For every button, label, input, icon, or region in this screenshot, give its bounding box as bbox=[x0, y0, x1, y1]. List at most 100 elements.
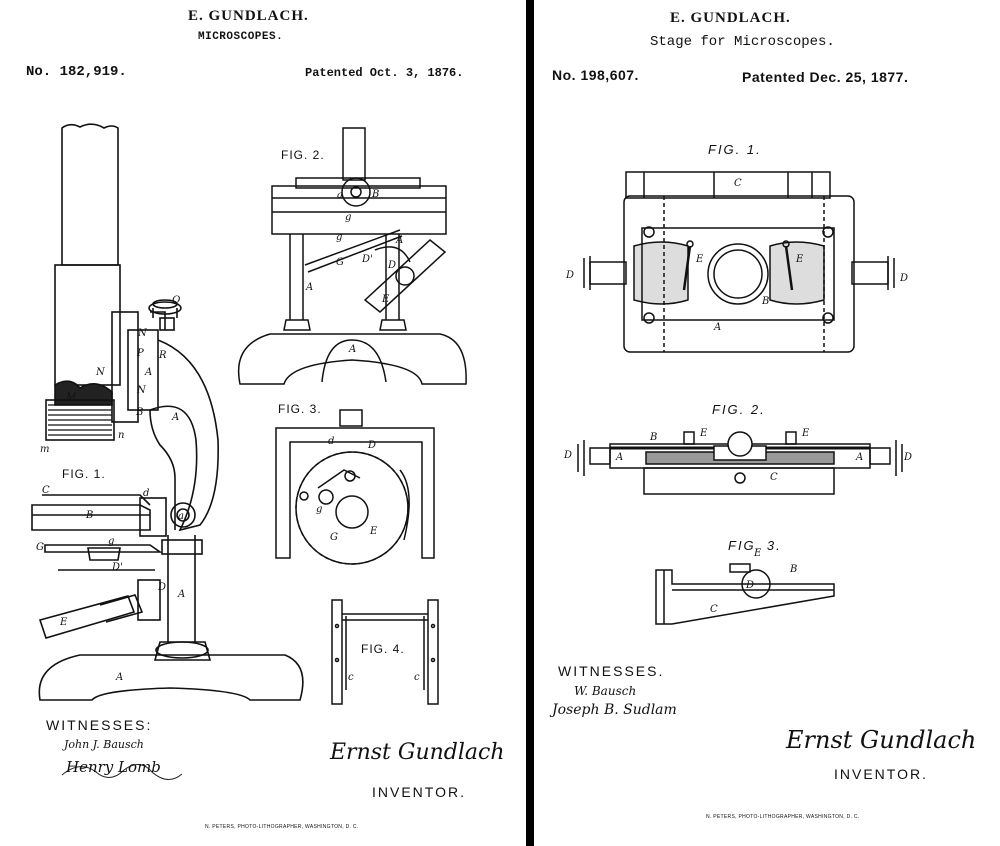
svg-text:B: B bbox=[371, 189, 379, 200]
svg-text:C: C bbox=[734, 178, 742, 189]
figure-label-1-right: FIG. 1. bbox=[708, 142, 762, 157]
svg-text:a: a bbox=[337, 190, 343, 201]
witness-signature-2-right: Joseph B. Sudlam bbox=[552, 702, 677, 718]
svg-text:B: B bbox=[761, 296, 769, 307]
svg-text:d: d bbox=[328, 436, 334, 447]
svg-text:c: c bbox=[414, 672, 420, 683]
svg-text:D: D bbox=[899, 273, 908, 284]
witnesses-label-left: WITNESSES: bbox=[46, 717, 153, 733]
microscope-foot bbox=[38, 654, 304, 701]
witness-signature-1-left: John J. Bausch bbox=[64, 738, 144, 751]
rack-block bbox=[111, 311, 139, 423]
inventor-name-left: E. GUNDLACH. bbox=[188, 8, 309, 24]
svg-text:C: C bbox=[770, 472, 778, 483]
svg-text:E: E bbox=[59, 617, 68, 628]
svg-text:d: d bbox=[143, 488, 149, 499]
inventor-label-left: INVENTOR. bbox=[372, 784, 466, 800]
svg-text:D: D bbox=[387, 260, 396, 271]
stage-plate bbox=[31, 504, 151, 531]
svg-text:E: E bbox=[695, 254, 704, 265]
svg-text:A: A bbox=[177, 589, 185, 600]
svg-text:M: M bbox=[65, 392, 77, 403]
svg-text:D: D bbox=[563, 450, 572, 461]
fig2-stage-front bbox=[237, 127, 467, 385]
svg-text:A: A bbox=[115, 672, 123, 683]
svg-text:E: E bbox=[699, 428, 708, 439]
svg-text:A: A bbox=[713, 322, 721, 333]
patent-title-right: Stage for Microscopes. bbox=[650, 34, 835, 50]
patent-title-left: MICROSCOPES. bbox=[198, 31, 284, 43]
svg-text:D': D' bbox=[361, 254, 373, 265]
svg-text:Q: Q bbox=[172, 295, 180, 306]
svg-text:N: N bbox=[95, 367, 106, 378]
sheet-divider bbox=[526, 0, 534, 846]
svg-text:m: m bbox=[40, 444, 49, 455]
fine-adjust-knob bbox=[148, 301, 182, 315]
printer-credit-right: N. PETERS, PHOTO-LITHOGRAPHER, WASHINGTO… bbox=[706, 814, 860, 820]
svg-text:P: P bbox=[136, 348, 144, 359]
svg-text:a: a bbox=[178, 511, 184, 522]
svg-text:n: n bbox=[118, 430, 124, 441]
inventor-name-right: E. GUNDLACH. bbox=[670, 10, 791, 26]
svg-text:E: E bbox=[369, 526, 378, 537]
patent-date-right: Patented Dec. 25, 1877. bbox=[742, 69, 909, 85]
svg-text:E: E bbox=[801, 428, 810, 439]
microscope-patent-drawing: Q N P R A N M N B A n m C d B a G g D' D… bbox=[31, 123, 467, 780]
svg-text:D: D bbox=[157, 582, 166, 593]
figure-label-2-right: FIG. 2. bbox=[712, 402, 766, 417]
r-fig1-stage-top bbox=[583, 171, 895, 353]
figure-label-3-right: FIG. 3. bbox=[728, 538, 782, 553]
patent-date-left: Patented Oct. 3, 1876. bbox=[305, 66, 464, 80]
svg-text:D: D bbox=[367, 440, 376, 451]
witness-signature-2-left: Henry Lomb bbox=[66, 758, 161, 776]
svg-text:G: G bbox=[36, 542, 44, 553]
svg-text:A: A bbox=[144, 367, 152, 378]
svg-text:E: E bbox=[753, 548, 762, 559]
inventor-label-right: INVENTOR. bbox=[834, 766, 928, 782]
patent-sheet-microscopes: E. GUNDLACH. MICROSCOPES. No. 182,919. P… bbox=[26, 8, 505, 830]
figure-label-1-left: FIG. 1. bbox=[62, 467, 106, 481]
fig3-part-letters: d D gG E bbox=[316, 436, 378, 543]
patent-number-left: No. 182,919. bbox=[26, 64, 127, 80]
svg-text:D: D bbox=[745, 580, 754, 591]
svg-text:D': D' bbox=[111, 562, 123, 573]
svg-text:G: G bbox=[336, 257, 344, 268]
svg-text:C: C bbox=[42, 485, 50, 496]
svg-text:A: A bbox=[348, 344, 356, 355]
svg-text:B: B bbox=[649, 432, 657, 443]
figure-label-2-left: FIG. 2. bbox=[281, 148, 325, 162]
inventor-signature-right: Ernst Gundlach bbox=[786, 726, 977, 754]
coarse-adjust-knob bbox=[170, 502, 196, 528]
r-fig2-part-letters: D A B E E C A D bbox=[563, 428, 912, 483]
body-tube-lower bbox=[54, 264, 121, 386]
svg-text:N: N bbox=[136, 385, 147, 396]
inventor-signature-left: Ernst Gundlach bbox=[330, 740, 505, 765]
r-fig3-part-letters: EB DC bbox=[710, 548, 797, 615]
svg-text:A: A bbox=[395, 235, 403, 246]
svg-text:A: A bbox=[171, 412, 179, 423]
witness-signature-1-right: W. Bausch bbox=[574, 684, 637, 698]
svg-text:A: A bbox=[305, 282, 313, 293]
mirror bbox=[38, 595, 136, 639]
svg-text:g: g bbox=[336, 232, 342, 243]
svg-text:E: E bbox=[381, 294, 390, 305]
svg-text:G: G bbox=[330, 532, 338, 543]
svg-text:D: D bbox=[903, 452, 912, 463]
svg-text:g: g bbox=[316, 504, 322, 515]
svg-text:C: C bbox=[710, 604, 718, 615]
body-tube-upper bbox=[61, 123, 119, 266]
limb-arm bbox=[149, 339, 219, 532]
svg-text:A: A bbox=[855, 452, 863, 463]
r-fig3-stage-side bbox=[655, 563, 835, 625]
svg-text:E: E bbox=[795, 254, 804, 265]
svg-text:B: B bbox=[135, 407, 143, 418]
svg-text:R: R bbox=[158, 350, 167, 361]
fig4-frame bbox=[331, 599, 439, 705]
svg-text:A: A bbox=[615, 452, 623, 463]
r-fig2-stage-section bbox=[577, 431, 903, 495]
stage-patent-drawing: C D D E E B A D A B E E C A D bbox=[563, 171, 912, 625]
witnesses-label-right: WITNESSES. bbox=[558, 663, 665, 679]
